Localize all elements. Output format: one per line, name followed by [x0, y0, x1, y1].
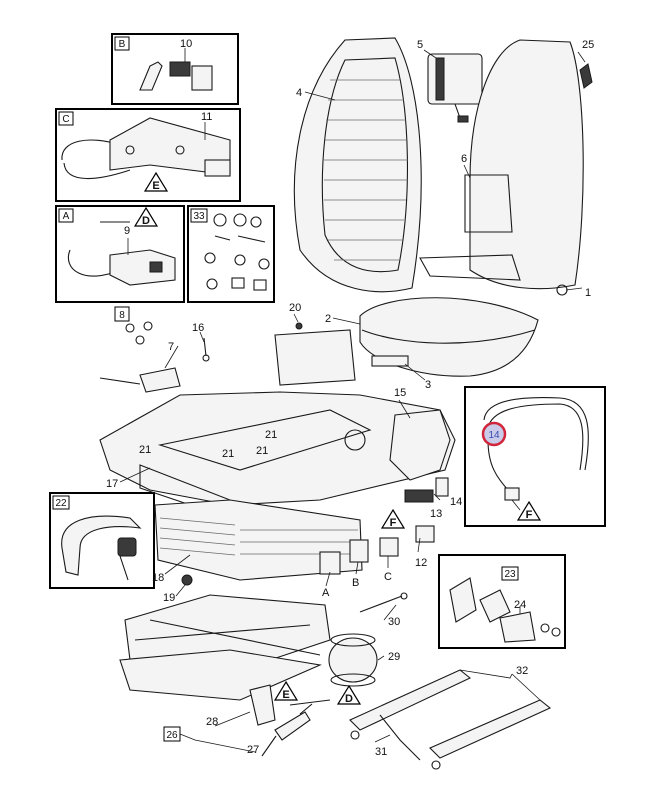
svg-text:D: D: [345, 693, 353, 705]
svg-text:F: F: [390, 517, 397, 529]
label-7: 7: [168, 341, 174, 353]
label-12: 12: [415, 557, 427, 569]
label-9: 9: [124, 225, 130, 237]
svg-text:F: F: [526, 509, 533, 521]
seat-belt-part: [61, 515, 142, 581]
svg-text:D: D: [142, 215, 150, 227]
label-25: 25: [582, 39, 594, 51]
label-13: 13: [430, 508, 442, 520]
suspension-housing: [154, 499, 363, 586]
label-21-c: 21: [222, 448, 234, 460]
marker-e-bottom: E: [273, 680, 299, 701]
label-21-b: 21: [139, 444, 151, 456]
label-4: 4: [296, 87, 302, 99]
seat-back-cover: [293, 37, 422, 293]
label-6: 6: [461, 153, 467, 165]
fastener-set: [204, 213, 270, 291]
svg-text:22: 22: [55, 498, 67, 509]
part-labels: 10 11 9 4 5 25 6 1 2 3 20 16 7 15 21 21 …: [106, 38, 594, 758]
tag-b: B: [114, 36, 130, 51]
svg-text:8: 8: [119, 310, 125, 321]
label-17: 17: [106, 478, 118, 490]
label-14: 14: [450, 496, 462, 508]
svg-text:14: 14: [488, 430, 500, 441]
slide-rails: [349, 669, 552, 770]
bracket-assembly: [449, 577, 561, 643]
cable-mechanism-a: [67, 221, 176, 286]
label-16: 16: [192, 322, 204, 334]
label-10: 10: [180, 38, 192, 50]
seat-base-frame: [99, 329, 456, 521]
leader-lines: [119, 49, 586, 753]
control-cable: [483, 397, 589, 511]
label-19: 19: [163, 592, 175, 604]
label-28: 28: [206, 716, 218, 728]
switch-parts: [319, 525, 435, 575]
svg-text:A: A: [63, 211, 70, 222]
label-a: A: [322, 587, 330, 599]
label-32: 32: [516, 665, 528, 677]
marker-e-top: E: [143, 171, 169, 192]
label-29: 29: [388, 651, 400, 663]
label-2: 2: [325, 313, 331, 325]
belt-buckle: [99, 367, 181, 393]
seat-back-frame: [419, 39, 593, 296]
label-c: C: [384, 571, 392, 583]
tag-26: 26: [163, 726, 181, 742]
label-5: 5: [417, 39, 423, 51]
scissor-mechanism: [119, 594, 331, 701]
svg-text:E: E: [282, 689, 289, 701]
label-24: 24: [514, 599, 526, 611]
svg-text:E: E: [152, 180, 159, 192]
marker-d-top: D: [133, 206, 159, 227]
svg-text:23: 23: [504, 569, 516, 580]
tag-23: 23: [501, 566, 519, 581]
label-21-a: 21: [265, 429, 277, 441]
label-18: 18: [152, 572, 164, 584]
label-b: B: [352, 577, 359, 589]
label-30: 30: [388, 616, 400, 628]
label-15: 15: [394, 387, 406, 399]
highlighted-callout-14[interactable]: 14: [481, 421, 507, 447]
heater-pad: [427, 53, 483, 123]
label-11: 11: [201, 111, 212, 123]
tag-8: 8: [114, 306, 130, 322]
label-1: 1: [585, 287, 591, 299]
label-3: 3: [425, 379, 431, 391]
svg-text:26: 26: [166, 730, 178, 741]
label-21-d: 21: [256, 445, 268, 457]
shock-absorber: [249, 684, 331, 757]
label-31: 31: [375, 746, 387, 758]
small-connectors: [202, 322, 303, 362]
adjuster-rod: [359, 592, 408, 613]
svg-text:33: 33: [193, 211, 205, 222]
tag-22: 22: [52, 495, 70, 510]
tag-33: 33: [190, 208, 208, 223]
label-20: 20: [289, 302, 301, 314]
tag-a: A: [58, 208, 74, 223]
cable-mechanism-c: [61, 117, 231, 180]
label-27: 27: [247, 744, 259, 756]
screw-set: [125, 321, 153, 345]
svg-text:B: B: [119, 39, 126, 50]
marker-f-main: F: [380, 508, 406, 529]
tag-c: C: [58, 111, 74, 126]
seat-cushion: [359, 297, 539, 377]
svg-text:C: C: [62, 114, 69, 125]
marker-d-bottom: D: [336, 684, 362, 705]
inset-14: [464, 386, 606, 527]
marker-f-inset: F: [516, 500, 542, 521]
air-spring: [328, 633, 378, 687]
lever-handle-part: [139, 48, 213, 91]
